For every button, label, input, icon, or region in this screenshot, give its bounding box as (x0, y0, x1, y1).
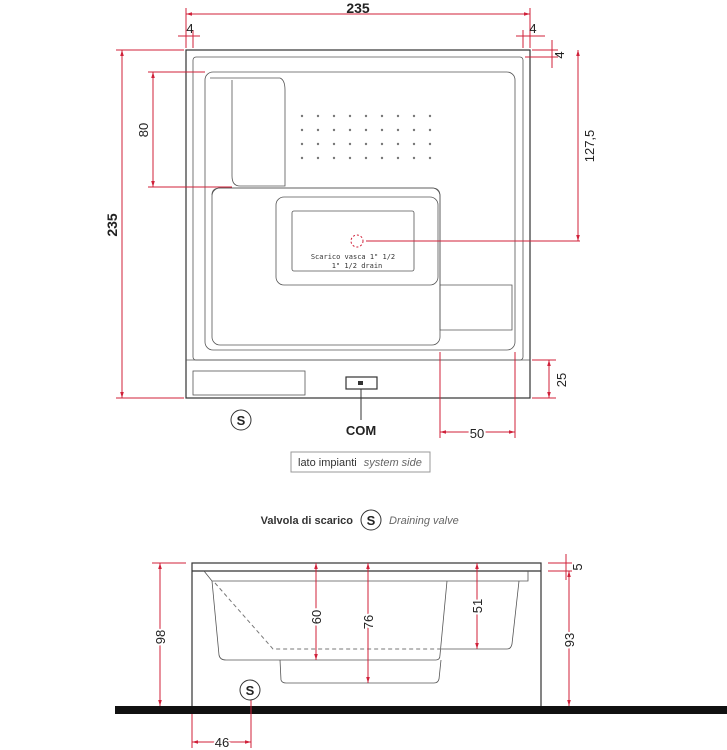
dim-total-height: 98 (153, 630, 168, 644)
dim-drain-offset: 127,5 (582, 130, 597, 163)
jet-dot (380, 114, 384, 118)
jet-dot (412, 114, 416, 118)
jet-dot (348, 114, 352, 118)
jet-dots (300, 114, 432, 160)
jet-dot (364, 142, 368, 146)
lower-basin (211, 187, 441, 346)
jet-dot (428, 128, 432, 132)
dim-rim-right: 4 (529, 21, 536, 36)
floor (115, 706, 727, 714)
com-label: COM (346, 423, 376, 438)
valve-symbol-icon (360, 509, 382, 531)
dim-rim: 5 (570, 563, 585, 570)
jet-dot (412, 156, 416, 160)
jet-dot (332, 156, 336, 160)
dim-seat-depth: 80 (136, 123, 151, 137)
jet-dot (316, 128, 320, 132)
basin (204, 71, 516, 351)
drain-label-it: Scarico vasca 1" 1/2 (311, 253, 395, 261)
dim-step-width: 50 (470, 426, 484, 441)
svg-text:S: S (237, 413, 246, 428)
jet-dot (364, 114, 368, 118)
rim (192, 56, 524, 361)
dim-rim-left: 4 (186, 21, 193, 36)
jet-dot (380, 142, 384, 146)
svg-text:S: S (246, 683, 255, 698)
jet-dot (428, 114, 432, 118)
jet-dot (300, 142, 304, 146)
valve-symbol-icon (239, 679, 261, 701)
dim-seat-depth-side: 60 (309, 610, 324, 624)
jet-dot (364, 128, 368, 132)
jet-dot (332, 128, 336, 132)
tub-outline (185, 49, 531, 399)
jet-dot (412, 142, 416, 146)
dim-rim-top: 4 (552, 51, 567, 58)
drain-icon (350, 234, 364, 248)
jet-dot (380, 156, 384, 160)
system-side-box (290, 451, 431, 473)
system-side-label: lato impianti system side (298, 457, 422, 469)
jet-dot (396, 142, 400, 146)
top-view: Scarico vasca 1" 1/2 1" 1/2 drain 235 4 … (104, 0, 597, 473)
dim-panel-height: 25 (554, 373, 569, 387)
access-panel (192, 370, 306, 396)
valve-symbol-icon (230, 409, 252, 431)
jet-dot (380, 128, 384, 132)
jet-dot (428, 142, 432, 146)
jet-dot (348, 156, 352, 160)
seat (210, 77, 286, 187)
svg-text:Draining valve: Draining valve (389, 515, 459, 527)
dim-basin-depth: 76 (361, 615, 376, 629)
jet-dot (348, 128, 352, 132)
jet-dot (348, 142, 352, 146)
jet-dot (300, 156, 304, 160)
dim-valve-offset: 46 (215, 735, 229, 750)
dim-depth: 235 (104, 213, 120, 237)
legend: Valvola di scarico S Draining valve (261, 509, 459, 531)
svg-text:Valvola di scarico: Valvola di scarico (261, 515, 354, 527)
side-view: 98 60 76 51 5 93 46 S (115, 554, 727, 750)
jet-dot (316, 114, 320, 118)
jet-dot (300, 114, 304, 118)
jet-dot (364, 156, 368, 160)
jet-dot (412, 128, 416, 132)
drain-label-en: 1" 1/2 drain (332, 262, 383, 270)
dim-width: 235 (346, 0, 370, 16)
jet-dot (316, 142, 320, 146)
jet-dot (396, 156, 400, 160)
dim-height-to-rim: 93 (562, 633, 577, 647)
jet-dot (332, 142, 336, 146)
dim-step-depth: 51 (470, 599, 485, 613)
jet-dot (316, 156, 320, 160)
jet-dot (300, 128, 304, 132)
jet-dot (428, 156, 432, 160)
jet-dot (396, 114, 400, 118)
svg-text:S: S (367, 513, 376, 528)
jet-dot (332, 114, 336, 118)
jet-dot (396, 128, 400, 132)
